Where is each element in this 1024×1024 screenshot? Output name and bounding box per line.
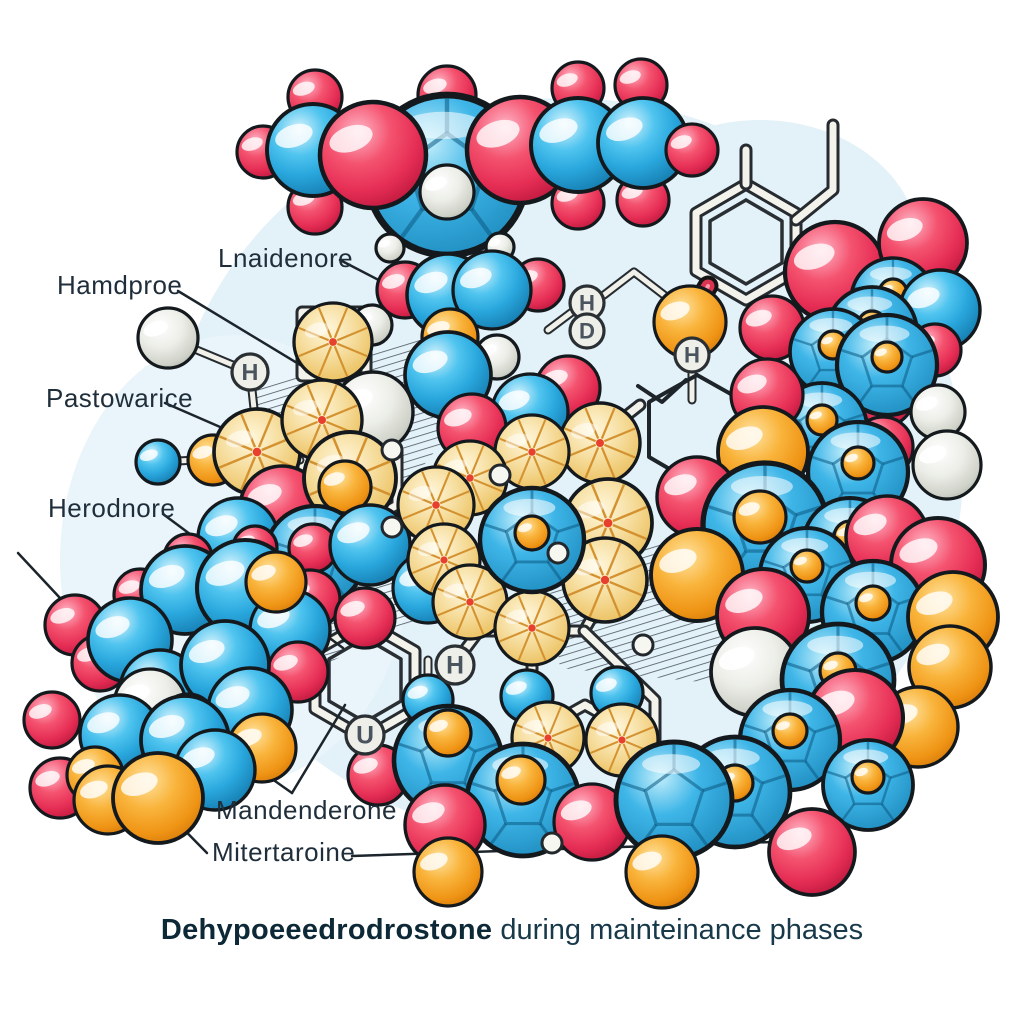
atom-yellow-pie xyxy=(292,301,374,383)
label-pastowarice: Pastowarice xyxy=(46,383,194,413)
atom-red xyxy=(287,522,339,574)
leader-line xyxy=(290,703,347,795)
atom-orange xyxy=(111,751,205,845)
atom-orange xyxy=(771,712,809,750)
atom-yellow-pie xyxy=(558,401,642,485)
atom-gray xyxy=(418,163,476,221)
svg-text:H: H xyxy=(579,291,595,316)
atom-orange xyxy=(423,708,473,758)
joint-node xyxy=(631,633,655,657)
label-herodnore: Herodnore xyxy=(48,493,176,523)
atom-orange xyxy=(513,514,551,552)
letter-node-h: H xyxy=(673,336,711,374)
letter-node-u: U xyxy=(344,714,386,756)
atom-blue xyxy=(596,96,690,190)
atom-blue xyxy=(451,249,533,331)
atom-yellow-pie xyxy=(431,563,509,641)
joint-node xyxy=(488,463,512,487)
stick xyxy=(543,307,577,335)
joint-node xyxy=(540,831,564,855)
stick xyxy=(708,198,784,286)
atom-red xyxy=(333,586,397,650)
atom-gray xyxy=(136,306,200,370)
leader-line xyxy=(16,551,62,600)
atom-orange xyxy=(495,754,547,806)
atom-yellow-pie xyxy=(493,589,571,667)
atom-orange xyxy=(412,836,484,908)
label-lnaidenore: Lnaidenore xyxy=(218,243,354,273)
stick xyxy=(636,378,688,404)
joint-node xyxy=(546,541,570,565)
atom-gray xyxy=(374,232,406,264)
atom-orange xyxy=(244,550,308,614)
atom-orange xyxy=(840,445,876,481)
atom-orange xyxy=(850,759,886,795)
atom-orange xyxy=(624,834,700,910)
letter-node-h: H xyxy=(568,284,606,322)
joint-node xyxy=(380,438,404,462)
atom-blue xyxy=(134,438,182,486)
atom-orange xyxy=(732,489,788,545)
letter-node-h: H xyxy=(230,352,270,392)
label-mitertaroine: Mitertaroine xyxy=(212,837,356,867)
label-mandenderone: Mandenderone xyxy=(216,795,397,825)
atom-orange xyxy=(854,584,892,622)
stick xyxy=(789,118,840,227)
joint-node xyxy=(380,515,404,539)
atom-orange xyxy=(870,340,904,374)
atom-orange xyxy=(789,548,825,584)
atom-red xyxy=(767,807,857,897)
caption: Dehypoeeedrodrostone during mainteinance… xyxy=(0,914,1024,947)
letter-node-d: D xyxy=(568,312,606,350)
atom-red xyxy=(664,122,720,178)
label-hamdproe: Hamdproe xyxy=(57,270,183,300)
caption-rest: during mainteinance phases xyxy=(492,914,864,946)
svg-text:H: H xyxy=(684,343,700,368)
svg-text:D: D xyxy=(579,319,595,344)
atom-yellow-pie xyxy=(396,465,476,545)
letter-node-h: H xyxy=(434,644,476,686)
svg-text:U: U xyxy=(356,723,374,750)
atom-spheres xyxy=(22,57,1000,910)
atom-yellow-pie xyxy=(280,378,364,462)
atom-gray xyxy=(911,429,983,501)
caption-highlight: Dehypoeeedrodrostone xyxy=(160,914,493,946)
atom-red xyxy=(317,99,429,211)
atom-red xyxy=(22,690,82,750)
svg-text:H: H xyxy=(242,359,259,385)
atom-blue-faceted xyxy=(613,739,735,861)
svg-text:H: H xyxy=(446,653,464,680)
